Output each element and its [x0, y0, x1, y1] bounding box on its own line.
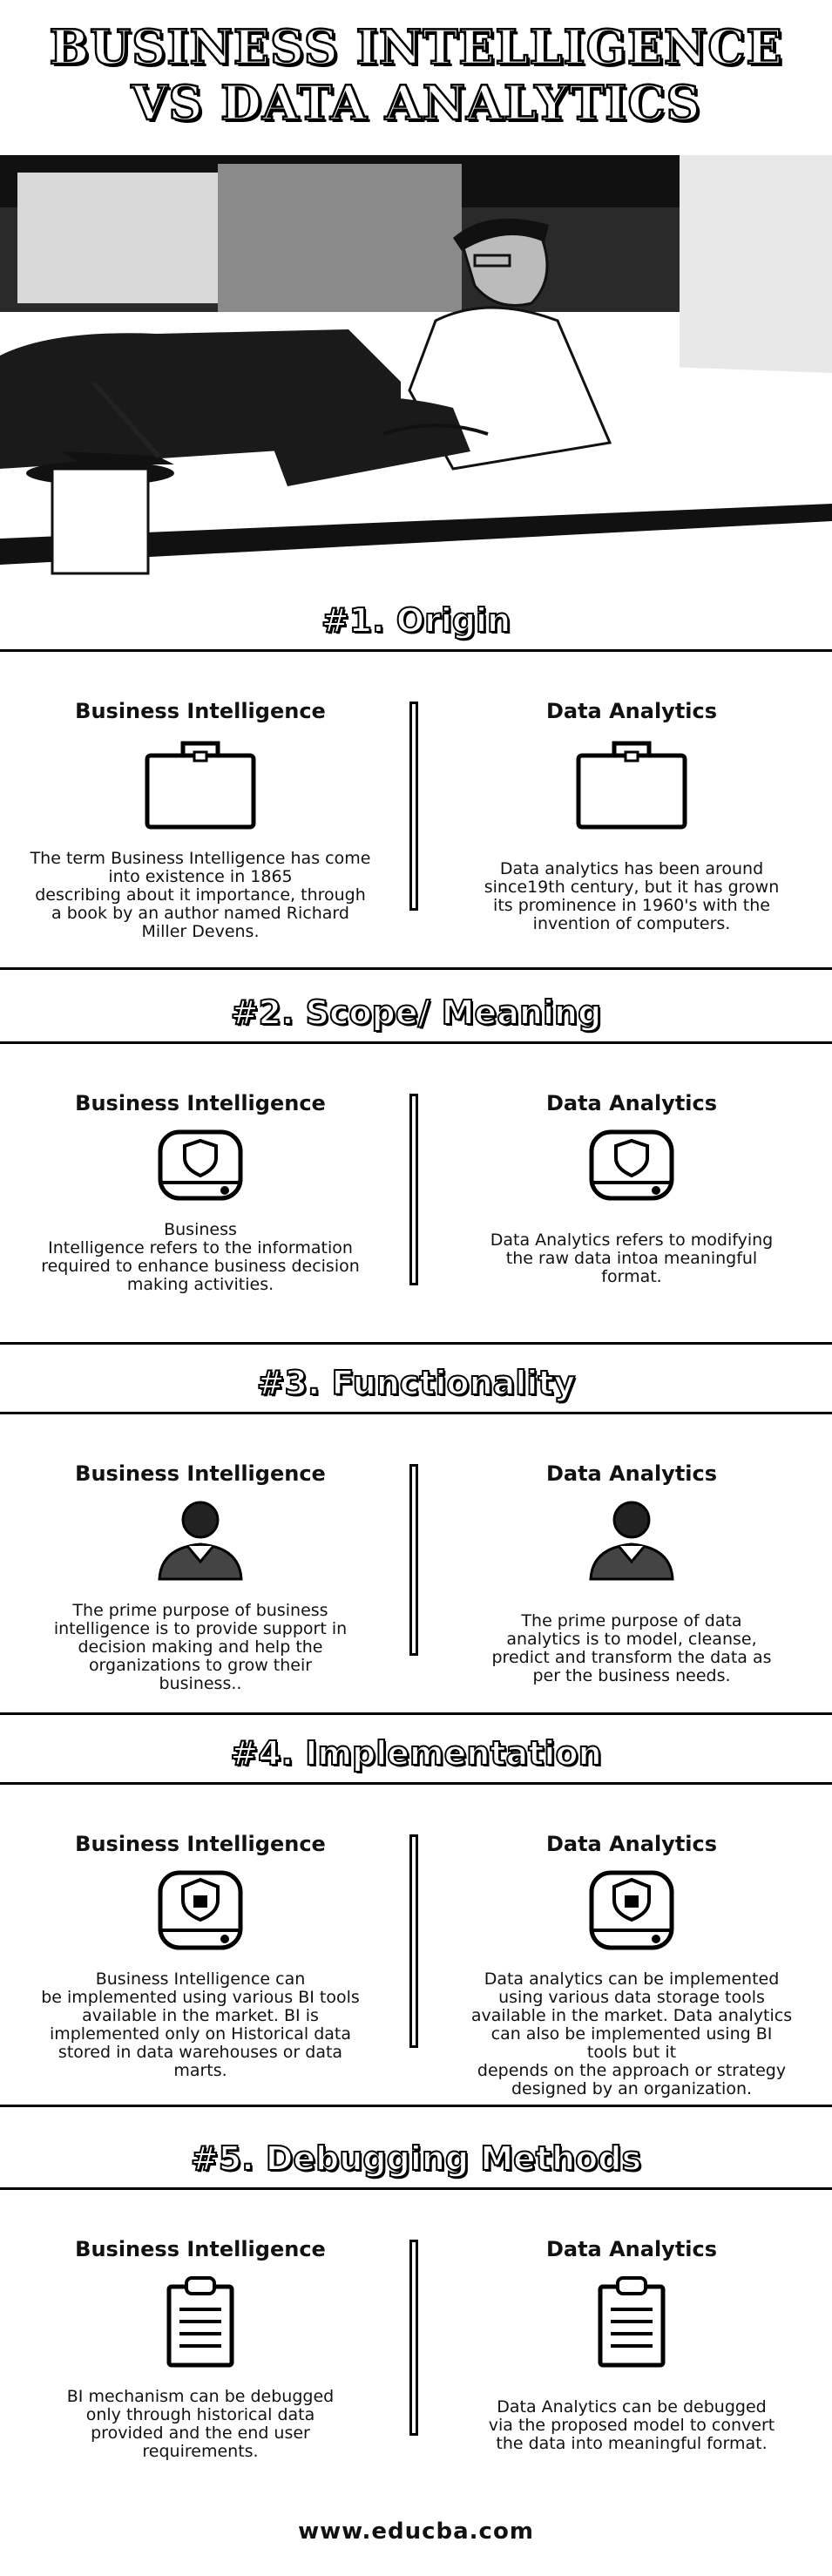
- description-line: required to enhance business decision: [41, 1257, 360, 1276]
- column-divider: [409, 1464, 418, 1656]
- column-heading: Data Analytics: [545, 2237, 718, 2261]
- section-rule-top: [0, 1782, 832, 1785]
- description-line: can also be implemented using BI: [490, 2024, 773, 2044]
- hero-image: [0, 155, 832, 584]
- description-line: be implemented using various BI tools: [41, 1988, 360, 2007]
- description-line: requirements.: [142, 2442, 259, 2461]
- column-heading: Business Intelligence: [75, 2237, 326, 2261]
- description-line: implemented only on Historical data: [49, 2024, 352, 2044]
- column-divider: [409, 1834, 418, 2048]
- description-line: designed by an organization.: [511, 2079, 753, 2098]
- column-divider: [409, 1094, 418, 1285]
- description-line: using various data storage tools: [498, 1988, 765, 2007]
- description-line: analytics is to model, cleanse,: [506, 1630, 757, 1649]
- description-line: per the business needs.: [532, 1666, 731, 1685]
- user-icon: [584, 1499, 680, 1586]
- section-rule-top: [0, 2187, 832, 2190]
- description-line: since19th century, but it has grown: [484, 878, 780, 897]
- section-rule-top: [0, 649, 832, 652]
- section-rule-top: [0, 1412, 832, 1414]
- description-line: BI mechanism can be debugged: [66, 2387, 335, 2406]
- section-rule-bottom: [0, 1712, 832, 1715]
- section-rule-top: [0, 1041, 832, 1044]
- description-line: via the proposed model to convert: [488, 2416, 775, 2435]
- description-line: marts.: [173, 2061, 227, 2080]
- title-line-2: VS DATA ANALYTICS: [130, 74, 701, 132]
- description-line: available in the market. BI is: [82, 2006, 319, 2025]
- page-title: BUSINESS INTELLIGENCE VS DATA ANALYTICS: [0, 18, 832, 132]
- description-line: its prominence in 1960's with the: [493, 896, 770, 915]
- section-title: #2. Scope/ Meaning: [230, 993, 603, 1033]
- shield-drive-icon: [588, 1129, 675, 1205]
- description-line: stored in data warehouses or data: [57, 2043, 343, 2062]
- description-line: format.: [601, 1267, 662, 1286]
- description-line: available in the market. Data analytics: [470, 2006, 793, 2025]
- description-line: Data analytics can be implemented: [484, 1969, 780, 1989]
- column-heading: Business Intelligence: [75, 1091, 326, 1115]
- description-line: Miller Devens.: [141, 922, 260, 941]
- description-line: The prime purpose of business: [72, 1601, 328, 1620]
- secure-drive-icon: [588, 1869, 675, 1955]
- section-rule-bottom: [0, 967, 832, 970]
- column-heading: Business Intelligence: [75, 699, 326, 723]
- column-heading: Data Analytics: [545, 1461, 718, 1486]
- shield-drive-icon: [157, 1129, 244, 1205]
- section-rule-bottom: [0, 2105, 832, 2107]
- description-line: intelligence is to provide support in: [53, 1619, 348, 1638]
- column-heading: Data Analytics: [545, 699, 718, 723]
- section-title: #5. Debugging Methods: [190, 2139, 642, 2179]
- description-line: making activities.: [126, 1275, 274, 1294]
- column-heading: Data Analytics: [545, 1832, 718, 1856]
- column-divider: [409, 2240, 418, 2436]
- briefcase-icon: [575, 736, 688, 834]
- description-line: Data Analytics can be debugged: [497, 2397, 767, 2417]
- user-icon: [152, 1499, 248, 1586]
- description-line: into existence in 1865: [108, 867, 293, 886]
- description-line: Business Intelligence can: [95, 1969, 306, 1989]
- description-line: the raw data intoa meaningful: [505, 1249, 758, 1268]
- description-line: The prime purpose of data: [521, 1611, 742, 1630]
- description-line: describing about it importance, through: [35, 885, 366, 905]
- section-title: #1. Origin: [321, 600, 511, 641]
- title-line-1: BUSINESS INTELLIGENCE: [48, 18, 783, 77]
- description-line: provided and the end user: [91, 2423, 310, 2443]
- description-line: a book by an author named Richard: [51, 904, 349, 923]
- description-line: Business: [164, 1220, 237, 1239]
- briefcase-icon: [144, 736, 257, 834]
- section-rule-bottom: [0, 1342, 832, 1345]
- description-line: predict and transform the data as: [491, 1648, 772, 1667]
- column-heading: Business Intelligence: [75, 1832, 326, 1856]
- description-line: Data analytics has been around: [499, 859, 764, 878]
- description-line: invention of computers.: [532, 914, 731, 933]
- description-line: decision making and help the: [78, 1637, 323, 1657]
- section-title: #3. Functionality: [256, 1363, 577, 1403]
- secure-drive-icon: [157, 1869, 244, 1955]
- description-line: depends on the approach or strategy: [477, 2061, 787, 2080]
- clipboard-icon: [597, 2274, 666, 2372]
- description-line: tools but it: [586, 2043, 677, 2062]
- description-line: Data Analytics refers to modifying: [490, 1230, 774, 1250]
- footer-url: www.educba.com: [298, 2518, 534, 2545]
- column-heading: Business Intelligence: [75, 1461, 326, 1486]
- description-line: business..: [159, 1674, 242, 1693]
- column-divider: [409, 702, 418, 911]
- description-line: The term Business Intelligence has come: [30, 849, 371, 868]
- description-line: only through historical data: [85, 2405, 315, 2424]
- column-heading: Data Analytics: [545, 1091, 718, 1115]
- description-line: the data into meaningful format.: [496, 2434, 768, 2453]
- section-title: #4. Implementation: [229, 1733, 602, 1773]
- clipboard-icon: [166, 2274, 235, 2372]
- description-line: organizations to grow their: [88, 1656, 313, 1675]
- description-line: Intelligence refers to the information: [48, 1238, 353, 1257]
